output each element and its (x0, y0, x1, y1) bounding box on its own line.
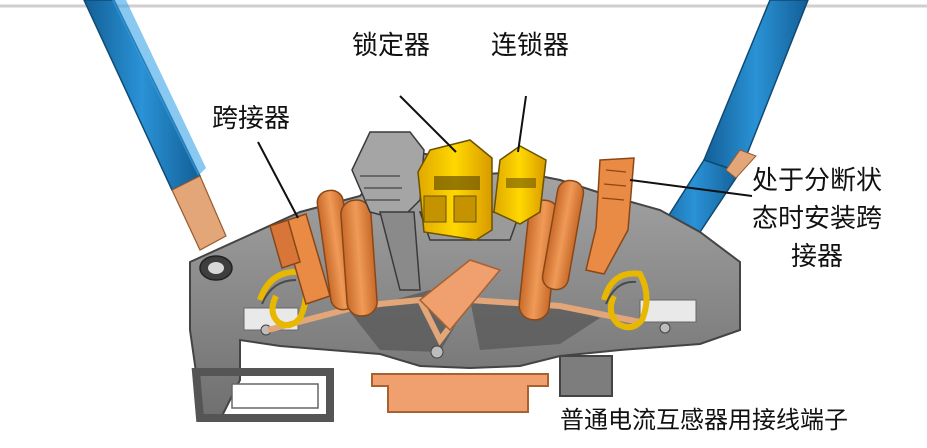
note-line-1: 处于分断状 (752, 166, 883, 196)
bridge-right (585, 157, 635, 275)
interlock-label: 连锁器 (491, 31, 570, 61)
left-test-socket-2 (340, 199, 378, 317)
locker-label: 锁定器 (352, 31, 431, 61)
disconnected-bridge-note: 处于分断状 态时安装跨 接器 (752, 162, 882, 276)
note-line-2: 态时安装跨 (752, 204, 883, 234)
leader-lines (257, 95, 753, 219)
interlock-part (493, 145, 547, 225)
note-line-3: 接器 (791, 242, 844, 272)
left-spring-clamp (257, 268, 309, 329)
diagram-caption: 普通电流互感器用接线端子 (560, 406, 848, 434)
bridge-label: 跨接器 (212, 104, 291, 134)
right-test-socket-2 (541, 179, 585, 291)
left-wire (83, 0, 227, 251)
locker-part (417, 139, 493, 241)
right-spring-clamp (601, 270, 650, 331)
